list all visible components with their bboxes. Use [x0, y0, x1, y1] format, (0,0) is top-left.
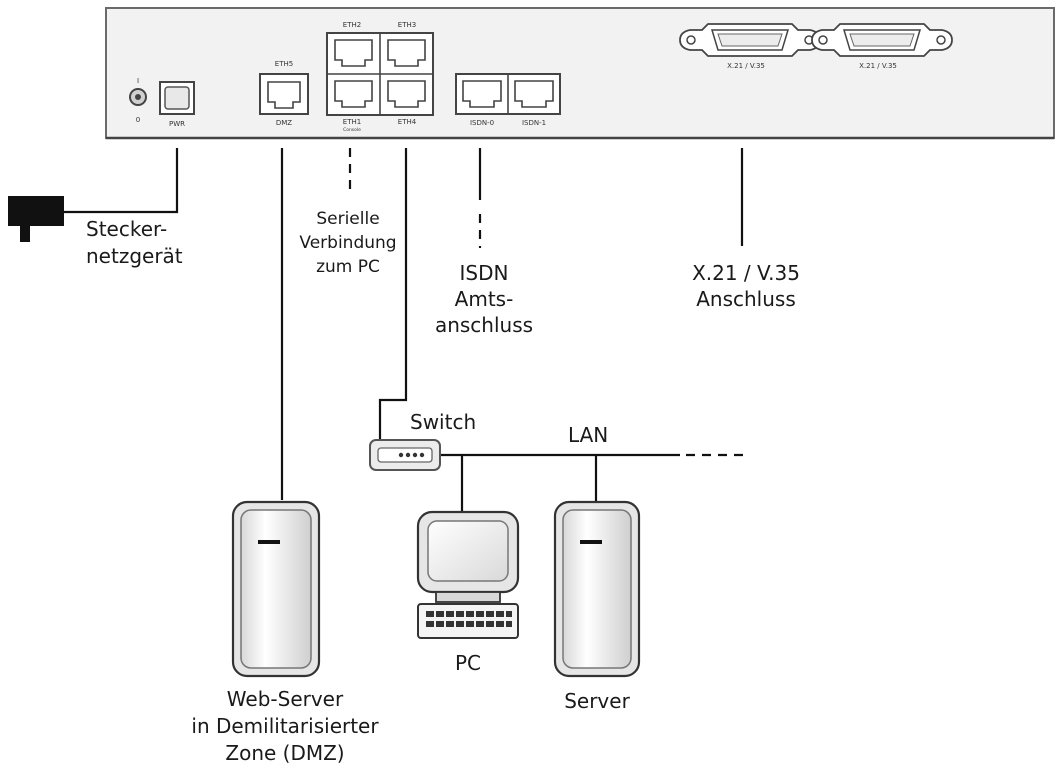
power-switch[interactable]: I 0: [129, 77, 147, 124]
label-power-supply: Stecker- netzgerät: [86, 217, 183, 268]
isdn0-port-label: ISDN-0: [470, 119, 494, 127]
eth5-dmz-port[interactable]: ETH5 DMZ: [259, 60, 309, 127]
isdn1-port-label: ISDN-1: [522, 119, 546, 127]
isdn-label-line2: Amts-: [455, 287, 514, 311]
eth1-port-sublabel: Console: [343, 127, 361, 133]
eth5-port-label: ETH5: [275, 60, 293, 68]
pwr-port[interactable]: PWR: [159, 81, 195, 128]
x21-port-a[interactable]: X.21 / V.35: [679, 23, 821, 70]
eth4-port[interactable]: ETH4: [387, 80, 426, 126]
dmz-port-label: DMZ: [276, 119, 292, 127]
isdn1-port[interactable]: ISDN-1: [514, 80, 554, 127]
pwr-port-label: PWR: [169, 120, 185, 128]
eth1-port[interactable]: ETH1 Console: [334, 80, 373, 133]
label-isdn: ISDN Amts- anschluss: [435, 261, 533, 337]
eth3-port[interactable]: ETH3: [387, 21, 426, 67]
label-serial: Serielle Verbindung zum PC: [299, 209, 396, 277]
power-plug-icon: [8, 196, 64, 242]
server-label: Server: [564, 689, 630, 713]
power-switch-on-mark: I: [137, 77, 139, 85]
isdn-label-line3: anschluss: [435, 313, 533, 337]
server-icon: [553, 500, 641, 678]
web-server-label-line1: Web-Server: [227, 687, 344, 711]
eth1-port-label: ETH1: [343, 118, 361, 126]
web-server-label-line2: in Demilitarisierter: [191, 714, 379, 738]
eth4-cable: [378, 148, 408, 440]
eth2-port-label: ETH2: [343, 21, 361, 29]
pc-label: PC: [455, 651, 481, 675]
power-cable: [62, 148, 179, 214]
isdn-label-line1: ISDN: [460, 261, 509, 285]
router-back-panel: I 0 PWR ETH5 DMZ ETH2 E: [105, 7, 1055, 140]
x21-port-b-label: X.21 / V.35: [859, 62, 897, 70]
serial-label-line2: Verbindung: [299, 233, 396, 253]
x21-port-a-label: X.21 / V.35: [727, 62, 765, 70]
x21-label-line1: X.21 / V.35: [692, 261, 800, 285]
power-supply-label-line1: Stecker-: [86, 217, 167, 241]
web-server-label-line3: Zone (DMZ): [225, 741, 344, 765]
connection-lines: [62, 148, 750, 512]
lan-label: LAN: [568, 423, 608, 447]
eth2-port[interactable]: ETH2: [334, 21, 373, 67]
eth-port-block: ETH2 ETH3 ETH1 Console ETH4: [326, 21, 434, 133]
isdn-port-block: ISDN-0 ISDN-1: [455, 73, 561, 127]
power-supply-label-line2: netzgerät: [86, 244, 183, 268]
web-server-icon: [231, 500, 321, 678]
keyboard-icon: [417, 603, 519, 639]
isdn0-port[interactable]: ISDN-0: [462, 80, 502, 127]
x21-port-b[interactable]: X.21 / V.35: [811, 23, 953, 70]
pc-icon: [416, 510, 520, 639]
label-web-server: Web-Server in Demilitarisierter Zone (DM…: [191, 687, 379, 765]
power-switch-off-mark: 0: [136, 116, 140, 124]
switch-icon: [369, 439, 441, 471]
switch-label: Switch: [410, 410, 476, 434]
label-x21: X.21 / V.35 Anschluss: [692, 261, 800, 311]
eth3-port-label: ETH3: [398, 21, 416, 29]
x21-label-line2: Anschluss: [696, 287, 796, 311]
serial-label-line3: zum PC: [316, 257, 380, 277]
serial-label-line1: Serielle: [316, 209, 379, 229]
eth4-port-label: ETH4: [398, 118, 417, 126]
